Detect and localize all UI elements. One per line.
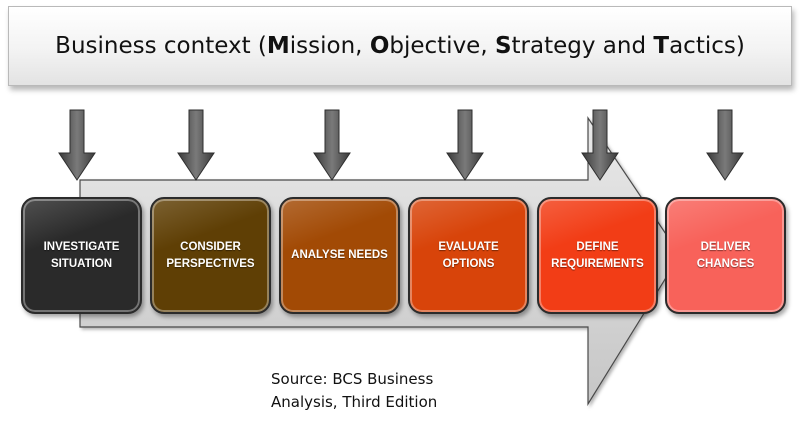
down-arrow-icon [706, 109, 744, 181]
down-arrow-icon [58, 109, 96, 181]
stage-evaluate-options: EVALUATE OPTIONS [408, 197, 529, 314]
objective-initial: O [369, 33, 390, 59]
tactics-rest: actics) [669, 33, 745, 59]
source-line-2: Analysis, Third Edition [271, 393, 438, 411]
stage-consider-perspectives: CONSIDER PERSPECTIVES [150, 197, 271, 314]
down-arrow-icon [446, 109, 484, 181]
stage-label: EVALUATE OPTIONS [438, 240, 499, 270]
down-arrow-icon [177, 109, 215, 181]
stage-define-requirements: DEFINE REQUIREMENTS [537, 197, 658, 314]
strategy-rest: trategy and [511, 33, 654, 59]
business-context-box: Business context (Mission, Objective, St… [8, 6, 792, 86]
context-input-arrows [58, 109, 744, 181]
strategy-initial: S [494, 33, 512, 59]
tactics-initial: T [653, 33, 670, 59]
context-prefix: Business context ( [55, 33, 267, 59]
down-arrow-icon [581, 109, 619, 181]
stage-label: INVESTIGATE SITUATION [43, 240, 120, 270]
stage-label: DEFINE REQUIREMENTS [551, 240, 644, 270]
mission-initial: M [266, 33, 290, 59]
stage-deliver-changes: DELIVER CHANGES [665, 197, 786, 314]
business-context-title: Business context (Mission, Objective, St… [55, 33, 745, 59]
stage-label: ANALYSE NEEDS [291, 249, 388, 261]
mission-rest: ission, [289, 33, 370, 59]
source-citation: Source: BCS Business Analysis, Third Edi… [271, 368, 437, 414]
stage-investigate-situation: INVESTIGATE SITUATION [21, 197, 142, 314]
source-line-1: Source: BCS Business [271, 370, 434, 388]
objective-rest: bjective, [389, 33, 495, 59]
stage-label: CONSIDER PERSPECTIVES [166, 240, 255, 270]
stage-analyse-needs: ANALYSE NEEDS [279, 197, 400, 314]
down-arrow-icon [313, 109, 351, 181]
stage-label: DELIVER CHANGES [696, 240, 755, 270]
